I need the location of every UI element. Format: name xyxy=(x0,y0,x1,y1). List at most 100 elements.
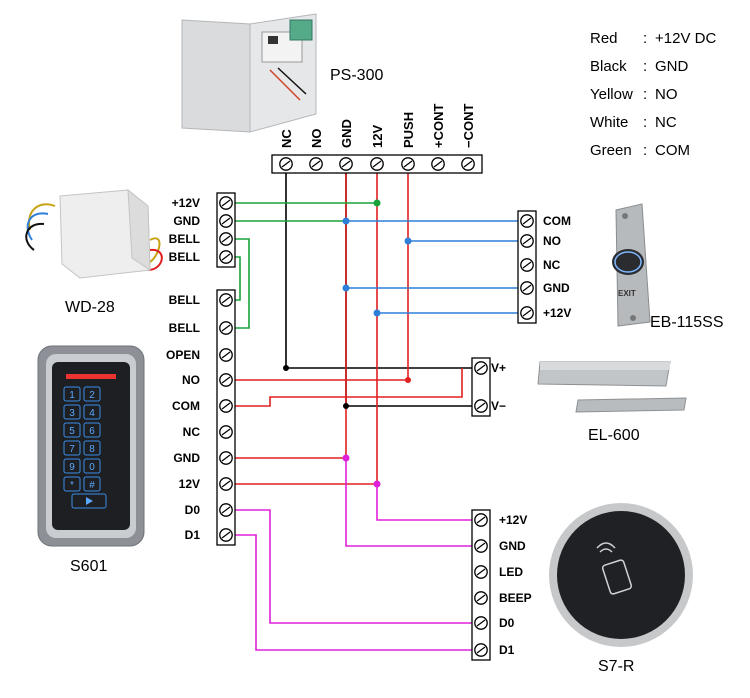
legend-meaning: COM xyxy=(655,142,690,159)
junction-dot xyxy=(342,454,350,462)
keypad-key: 8 xyxy=(83,440,101,456)
wire-nc-open xyxy=(285,164,478,369)
keypad-key: 5 xyxy=(63,422,81,438)
lock-label: EL-600 xyxy=(588,427,640,444)
keypad-key: 6 xyxy=(83,422,101,438)
lock-terminal-block: V+ V− xyxy=(471,357,506,417)
wire-reader-12v xyxy=(376,484,478,521)
keypad-key: 2 xyxy=(83,386,101,402)
keypad-key-label: 6 xyxy=(89,426,95,437)
power-supply-label: PS-300 xyxy=(330,67,383,84)
wire-12v-controller xyxy=(222,164,378,485)
ps-terminal-label: NO xyxy=(309,129,324,149)
keypad-key: 4 xyxy=(83,404,101,420)
legend-row: Green: COM xyxy=(590,142,690,159)
terminal-label: GND xyxy=(543,281,570,295)
magnetic-lock-image xyxy=(537,361,687,413)
terminal-label: 12V xyxy=(179,477,200,491)
terminal-label: GND xyxy=(173,214,200,228)
legend-sep: : xyxy=(643,142,647,159)
legend-color: Green xyxy=(590,142,632,159)
ps-terminal-label: 12V xyxy=(370,125,385,148)
wire-com-vplus xyxy=(222,368,463,407)
exit-button-image: EXIT xyxy=(612,203,651,327)
terminal-label: COM xyxy=(543,214,571,228)
legend-sep: : xyxy=(643,114,647,131)
terminal-label: +12V xyxy=(172,196,200,210)
controller-top-terminal-block: +12V GND BELL BELL xyxy=(169,192,236,268)
keypad-key-label: 7 xyxy=(69,444,75,455)
terminal-label: COM xyxy=(172,399,200,413)
ps-terminal-label: −CONT xyxy=(461,104,476,148)
terminal-label: V+ xyxy=(491,361,506,375)
keypad-key-label: # xyxy=(89,480,95,491)
ps-terminal-label: NC xyxy=(279,129,294,148)
keypad-key-label: 9 xyxy=(69,462,75,473)
junction-dot xyxy=(342,217,350,225)
terminal-label: BELL xyxy=(169,250,200,264)
keypad-key: # xyxy=(83,476,101,492)
keypad-key-label: 4 xyxy=(89,408,95,419)
legend-row: Black: GND xyxy=(590,58,689,75)
legend-sep: : xyxy=(643,86,647,103)
keypad-key-label: 5 xyxy=(69,426,75,437)
doorbell-image xyxy=(25,188,163,279)
terminal-label: +12V xyxy=(499,513,527,527)
terminal-label: BELL xyxy=(169,232,200,246)
keypad-key: 1 xyxy=(63,386,81,402)
wire-gnd-lock xyxy=(345,164,478,407)
terminal-label: OPEN xyxy=(166,348,200,362)
junction-dot xyxy=(405,377,411,383)
legend-row: White: NC xyxy=(590,114,677,131)
junction-dot xyxy=(404,237,412,245)
keypad-key-label: 8 xyxy=(89,444,95,455)
keypad-key-label: 1 xyxy=(69,390,75,401)
wire-gnd-controller xyxy=(222,164,347,459)
legend-meaning: NC xyxy=(655,114,677,131)
legend-meaning: NO xyxy=(655,86,678,103)
terminal-label: D1 xyxy=(499,643,515,657)
terminal-label: LED xyxy=(499,565,523,579)
junction-dot xyxy=(373,480,381,488)
keypad-key-label: 3 xyxy=(69,408,75,419)
doorbell-label: WD-28 xyxy=(65,299,115,316)
legend-color: White xyxy=(590,114,628,131)
terminal-label: +12V xyxy=(543,306,571,320)
wire-reader-d0 xyxy=(222,509,478,624)
keypad-key: 7 xyxy=(63,440,81,456)
junction-dot xyxy=(373,199,381,207)
legend-color: Black xyxy=(590,58,627,75)
ps-terminal-label: GND xyxy=(339,119,354,148)
terminal-label: NO xyxy=(182,373,200,387)
terminal-label: D0 xyxy=(185,503,201,517)
junction-dot xyxy=(283,365,289,371)
wire-color-legend: Red: +12V DC Black: GND Yellow: NO White: N… xyxy=(590,30,716,159)
card-reader-image xyxy=(549,503,693,647)
keypad-key: 3 xyxy=(63,404,81,420)
keypad-key-label: * xyxy=(70,480,74,491)
legend-row: Yellow: NO xyxy=(590,86,678,103)
terminal-label: BELL xyxy=(169,321,200,335)
keypad-key-label: 2 xyxy=(89,390,95,401)
terminal-label: GND xyxy=(173,451,200,465)
wire-reader-d1 xyxy=(222,534,478,651)
keypad-key: 9 xyxy=(63,458,81,474)
junction-dot xyxy=(373,309,381,317)
exit-text: EXIT xyxy=(618,289,636,298)
legend-color: Red xyxy=(590,30,618,47)
terminal-label: V− xyxy=(491,399,506,413)
legend-meaning: GND xyxy=(655,58,689,75)
junction-dot xyxy=(343,403,349,409)
legend-sep: : xyxy=(643,58,647,75)
terminal-label: GND xyxy=(499,539,526,553)
power-supply-image xyxy=(181,13,317,133)
keypad-label: S601 xyxy=(70,558,107,575)
terminal-label: BEEP xyxy=(499,591,532,605)
legend-meaning: +12V DC xyxy=(655,30,716,47)
